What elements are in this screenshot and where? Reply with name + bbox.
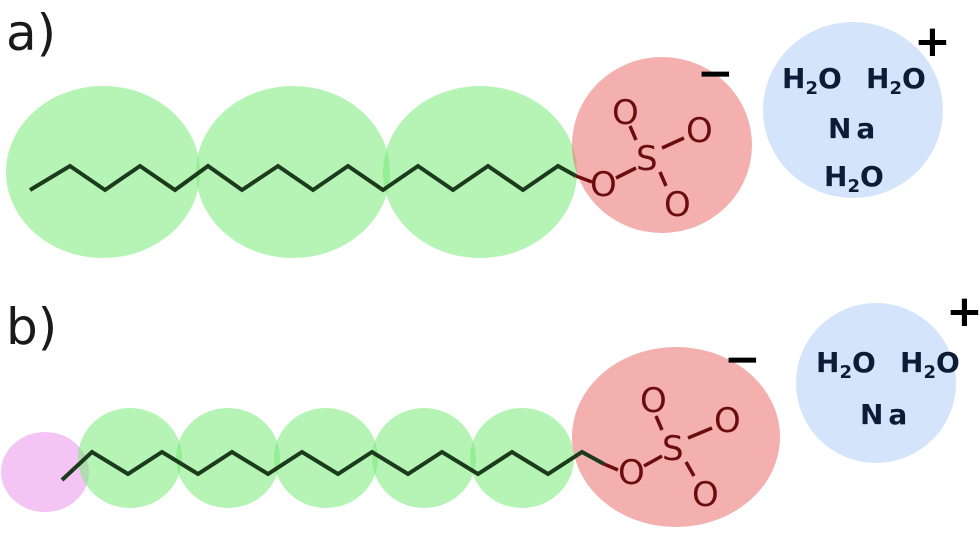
panel-a-water-2: H2O (866, 62, 926, 99)
panel-b-cation-charge: + (946, 286, 980, 337)
panel-a-alkyl-chain (28, 163, 577, 193)
panel-b-tail-bead-3 (274, 408, 378, 508)
panel-b: b) O S O O O − H2O H2O Na + (1, 286, 980, 527)
panel-b-headgroup-bead (572, 347, 780, 527)
panel-b-terminal-bead (1, 432, 89, 512)
panel-b-right-oxygen: O (714, 401, 741, 441)
panel-a-sodium: Na (828, 112, 880, 145)
panel-b-water-2: H2O (900, 346, 960, 383)
panel-a-water-1: H2O (782, 62, 842, 99)
panel-b-alkyl-chain (60, 449, 605, 482)
panel-a-cation-charge: + (914, 16, 951, 67)
panel-a-counterion-bead (763, 22, 943, 198)
panel-a-s-o-top-bond (628, 125, 638, 141)
panel-a-right-oxygen: O (686, 111, 713, 151)
panel-b-s-o-bottom-bond (684, 461, 696, 477)
panel-b-tail-bead-1 (78, 408, 182, 508)
panel-b-label: b) (6, 298, 57, 356)
panel-b-s-o-top-bond (654, 415, 664, 431)
panel-a-headgroup-bead (572, 57, 752, 233)
panel-b-o-s-bond (643, 454, 663, 468)
panel-b-sulfur: S (662, 429, 684, 469)
panel-b-ester-oxygen: O (618, 453, 645, 493)
panel-a-c-o-bond (575, 174, 593, 184)
panel-a-s-o-bottom-bond (658, 171, 668, 187)
panel-b-anion-charge: − (724, 334, 761, 385)
panel-b-bottom-oxygen: O (692, 475, 719, 515)
panel-b-top-oxygen: O (640, 381, 667, 421)
panel-a-water-3: H2O (824, 160, 884, 197)
panel-a-anion-charge: − (697, 48, 734, 99)
panel-b-sodium: Na (860, 398, 912, 431)
panel-a-sulfur: S (636, 139, 658, 179)
panel-a-label: a) (6, 4, 56, 62)
panel-a-top-oxygen: O (612, 93, 639, 133)
panel-b-tail-bead-4 (372, 408, 476, 508)
panel-a-ester-oxygen: O (590, 165, 617, 205)
panel-b-counterion-bead (796, 303, 956, 463)
panel-b-tail-bead-2 (176, 408, 280, 508)
panel-a-tail-bead-1 (6, 86, 200, 258)
panel-b-c-o-bond (603, 462, 619, 472)
panel-a-s-o-right-bond (661, 136, 685, 150)
panel-a-tail-bead-2 (196, 86, 390, 258)
panel-a-o-s-bond (615, 166, 637, 180)
panel-b-water-1: H2O (816, 346, 876, 383)
panel-a-bottom-oxygen: O (664, 185, 691, 225)
panel-a: a) O S O O O − H2O H2O Na H2O + (6, 4, 951, 258)
panel-b-s-o-right-bond (687, 426, 713, 440)
